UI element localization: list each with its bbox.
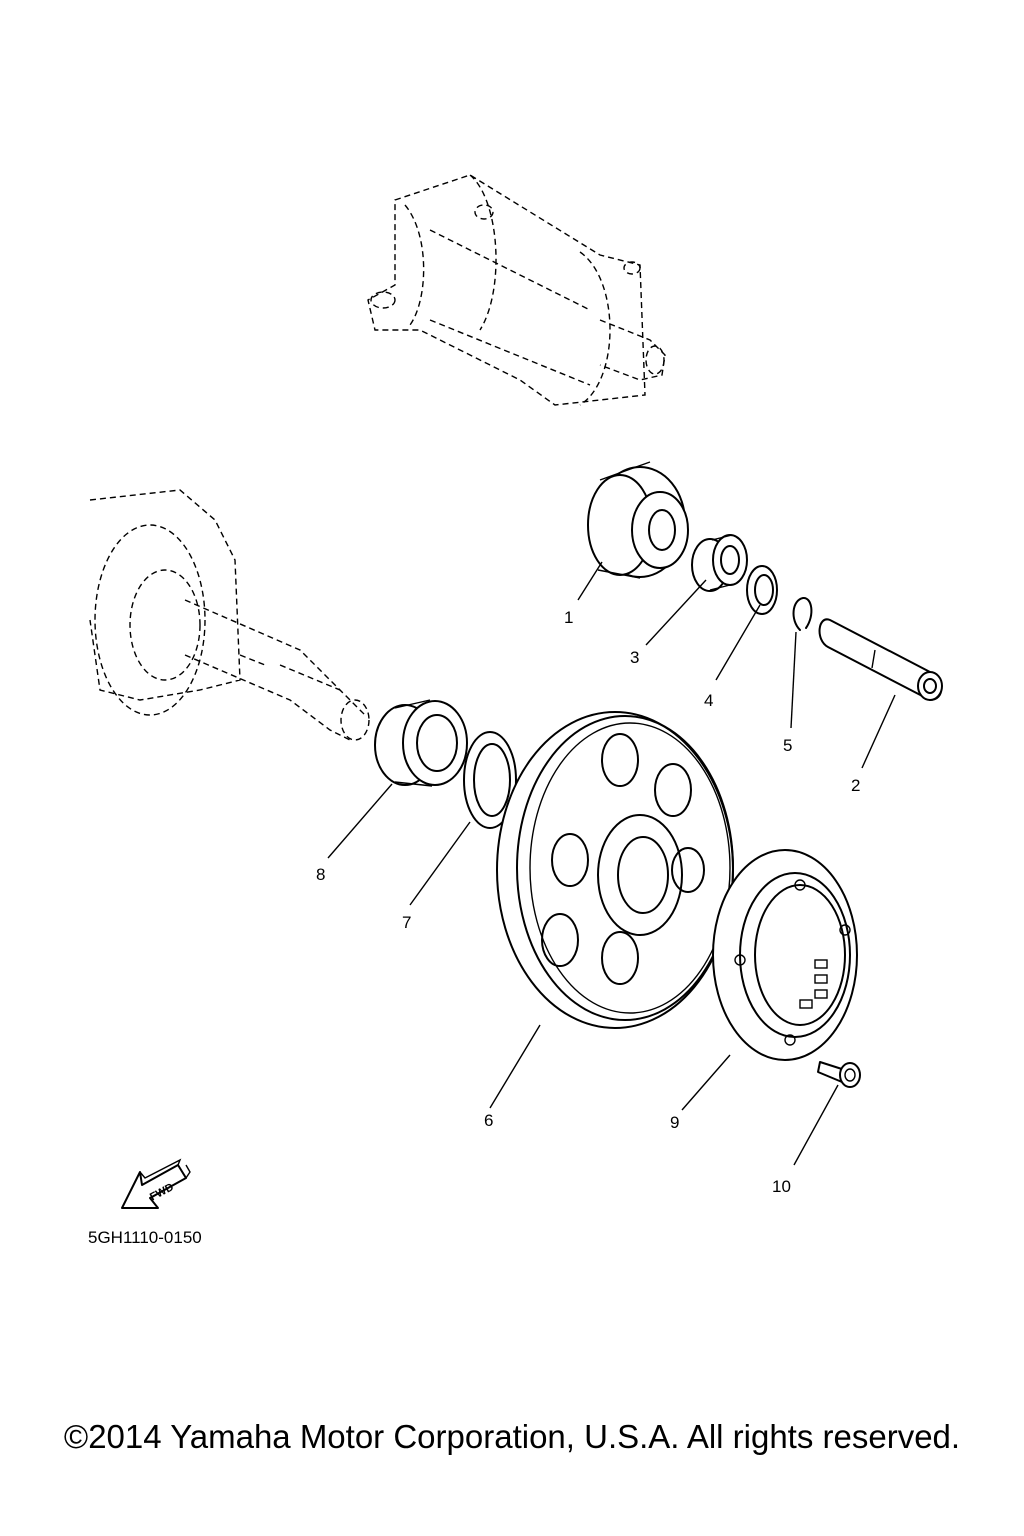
diagram-code: 5GH1110-0150 <box>88 1228 202 1247</box>
part-9-one-way-clutch <box>712 849 858 1061</box>
part-6-starter-wheel-gear <box>496 711 734 1029</box>
part-10-bolt <box>817 1061 861 1088</box>
part-5-circlip <box>792 597 813 631</box>
copyright-notice: ©2014 Yamaha Motor Corporation, U.S.A. A… <box>63 1418 961 1455</box>
part-7-washer <box>463 731 517 829</box>
callout-7: 7 <box>402 913 411 932</box>
part-8-needle-bearing <box>374 699 468 787</box>
callout-8: 8 <box>316 865 325 884</box>
callout-numbers: 1 3 4 5 2 8 7 6 9 10 <box>316 608 860 1196</box>
crankshaft-drawing <box>89 489 370 741</box>
callout-9: 9 <box>670 1113 679 1132</box>
callout-1: 1 <box>564 608 573 627</box>
part-3-needle-bearing <box>691 534 748 592</box>
fwd-arrow-icon: FWD <box>121 1158 191 1209</box>
fwd-label: FWD <box>148 1181 176 1203</box>
callout-6: 6 <box>484 1111 493 1130</box>
starter-motor-drawing <box>367 174 666 406</box>
part-1-idler-gear <box>587 461 689 579</box>
callout-4: 4 <box>704 691 713 710</box>
part-4-washer <box>746 565 778 615</box>
part-2-shaft <box>818 618 943 701</box>
callout-5: 5 <box>783 736 792 755</box>
callout-3: 3 <box>630 648 639 667</box>
callout-10: 10 <box>772 1177 791 1196</box>
leader-lines <box>327 561 896 1166</box>
callout-2: 2 <box>851 776 860 795</box>
